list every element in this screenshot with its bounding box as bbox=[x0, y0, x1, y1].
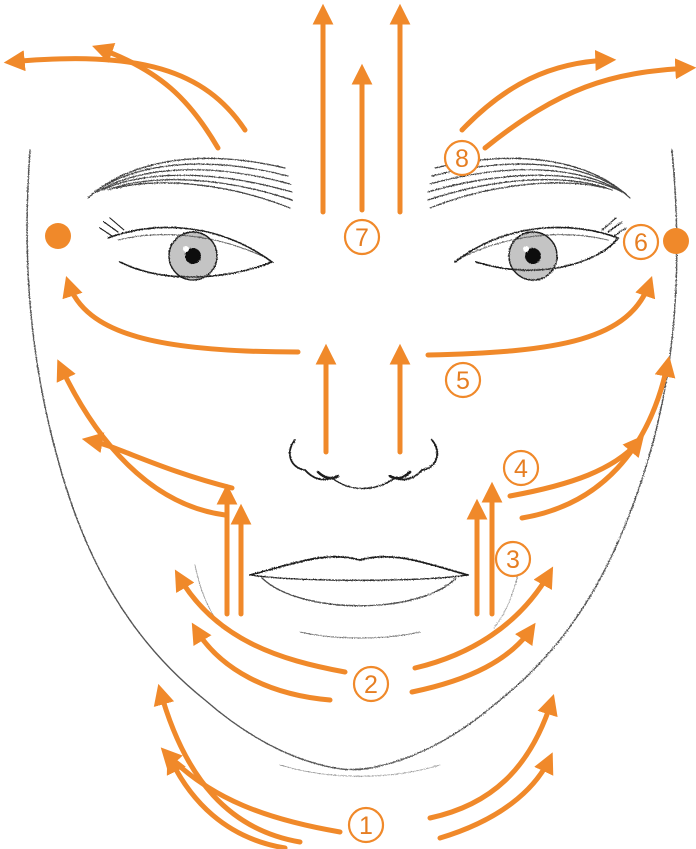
step-badge-6: 6 bbox=[624, 225, 658, 259]
arrow-step4-left-2 bbox=[60, 365, 225, 515]
step-label-5: 5 bbox=[456, 367, 470, 395]
step-badge-5: 5 bbox=[446, 363, 480, 397]
nose bbox=[290, 440, 437, 489]
dot-step6-right bbox=[663, 228, 689, 254]
right-eye bbox=[455, 218, 626, 280]
arrow-step8-right-2 bbox=[485, 68, 690, 148]
arrow-brow-left-1 bbox=[10, 59, 245, 130]
arrow-step4-right-2 bbox=[522, 362, 668, 518]
step-label-4: 4 bbox=[514, 455, 528, 483]
step-label-3: 3 bbox=[506, 546, 520, 574]
step-label-1: 1 bbox=[359, 812, 373, 840]
arrow-step8-right-1 bbox=[462, 60, 610, 130]
step-label-2: 2 bbox=[364, 671, 378, 699]
dot-step6-left bbox=[45, 223, 71, 249]
massage-arrows bbox=[10, 10, 690, 848]
step-badge-8: 8 bbox=[445, 141, 479, 175]
arrow-step2-right-1 bbox=[415, 572, 550, 668]
step-badge-4: 4 bbox=[504, 451, 538, 485]
arrow-step2-right-2 bbox=[412, 628, 532, 692]
arrow-step5-left bbox=[68, 282, 298, 352]
left-eyebrow bbox=[88, 158, 292, 208]
arrow-step2-left-1 bbox=[178, 575, 345, 672]
step-badge-3: 3 bbox=[496, 542, 530, 576]
arrow-step5-right bbox=[428, 282, 650, 355]
step-label-8: 8 bbox=[455, 145, 469, 173]
left-eye bbox=[100, 218, 272, 280]
step-label-7: 7 bbox=[355, 224, 369, 252]
step-label-6: 6 bbox=[634, 229, 648, 257]
step-badge-2: 2 bbox=[354, 667, 388, 701]
arrow-step1-right-1 bbox=[430, 700, 552, 818]
step-badge-1: 1 bbox=[349, 808, 383, 842]
mouth bbox=[250, 557, 468, 638]
step-badge-7: 7 bbox=[345, 220, 379, 254]
arrow-step1-right-2 bbox=[440, 758, 550, 838]
